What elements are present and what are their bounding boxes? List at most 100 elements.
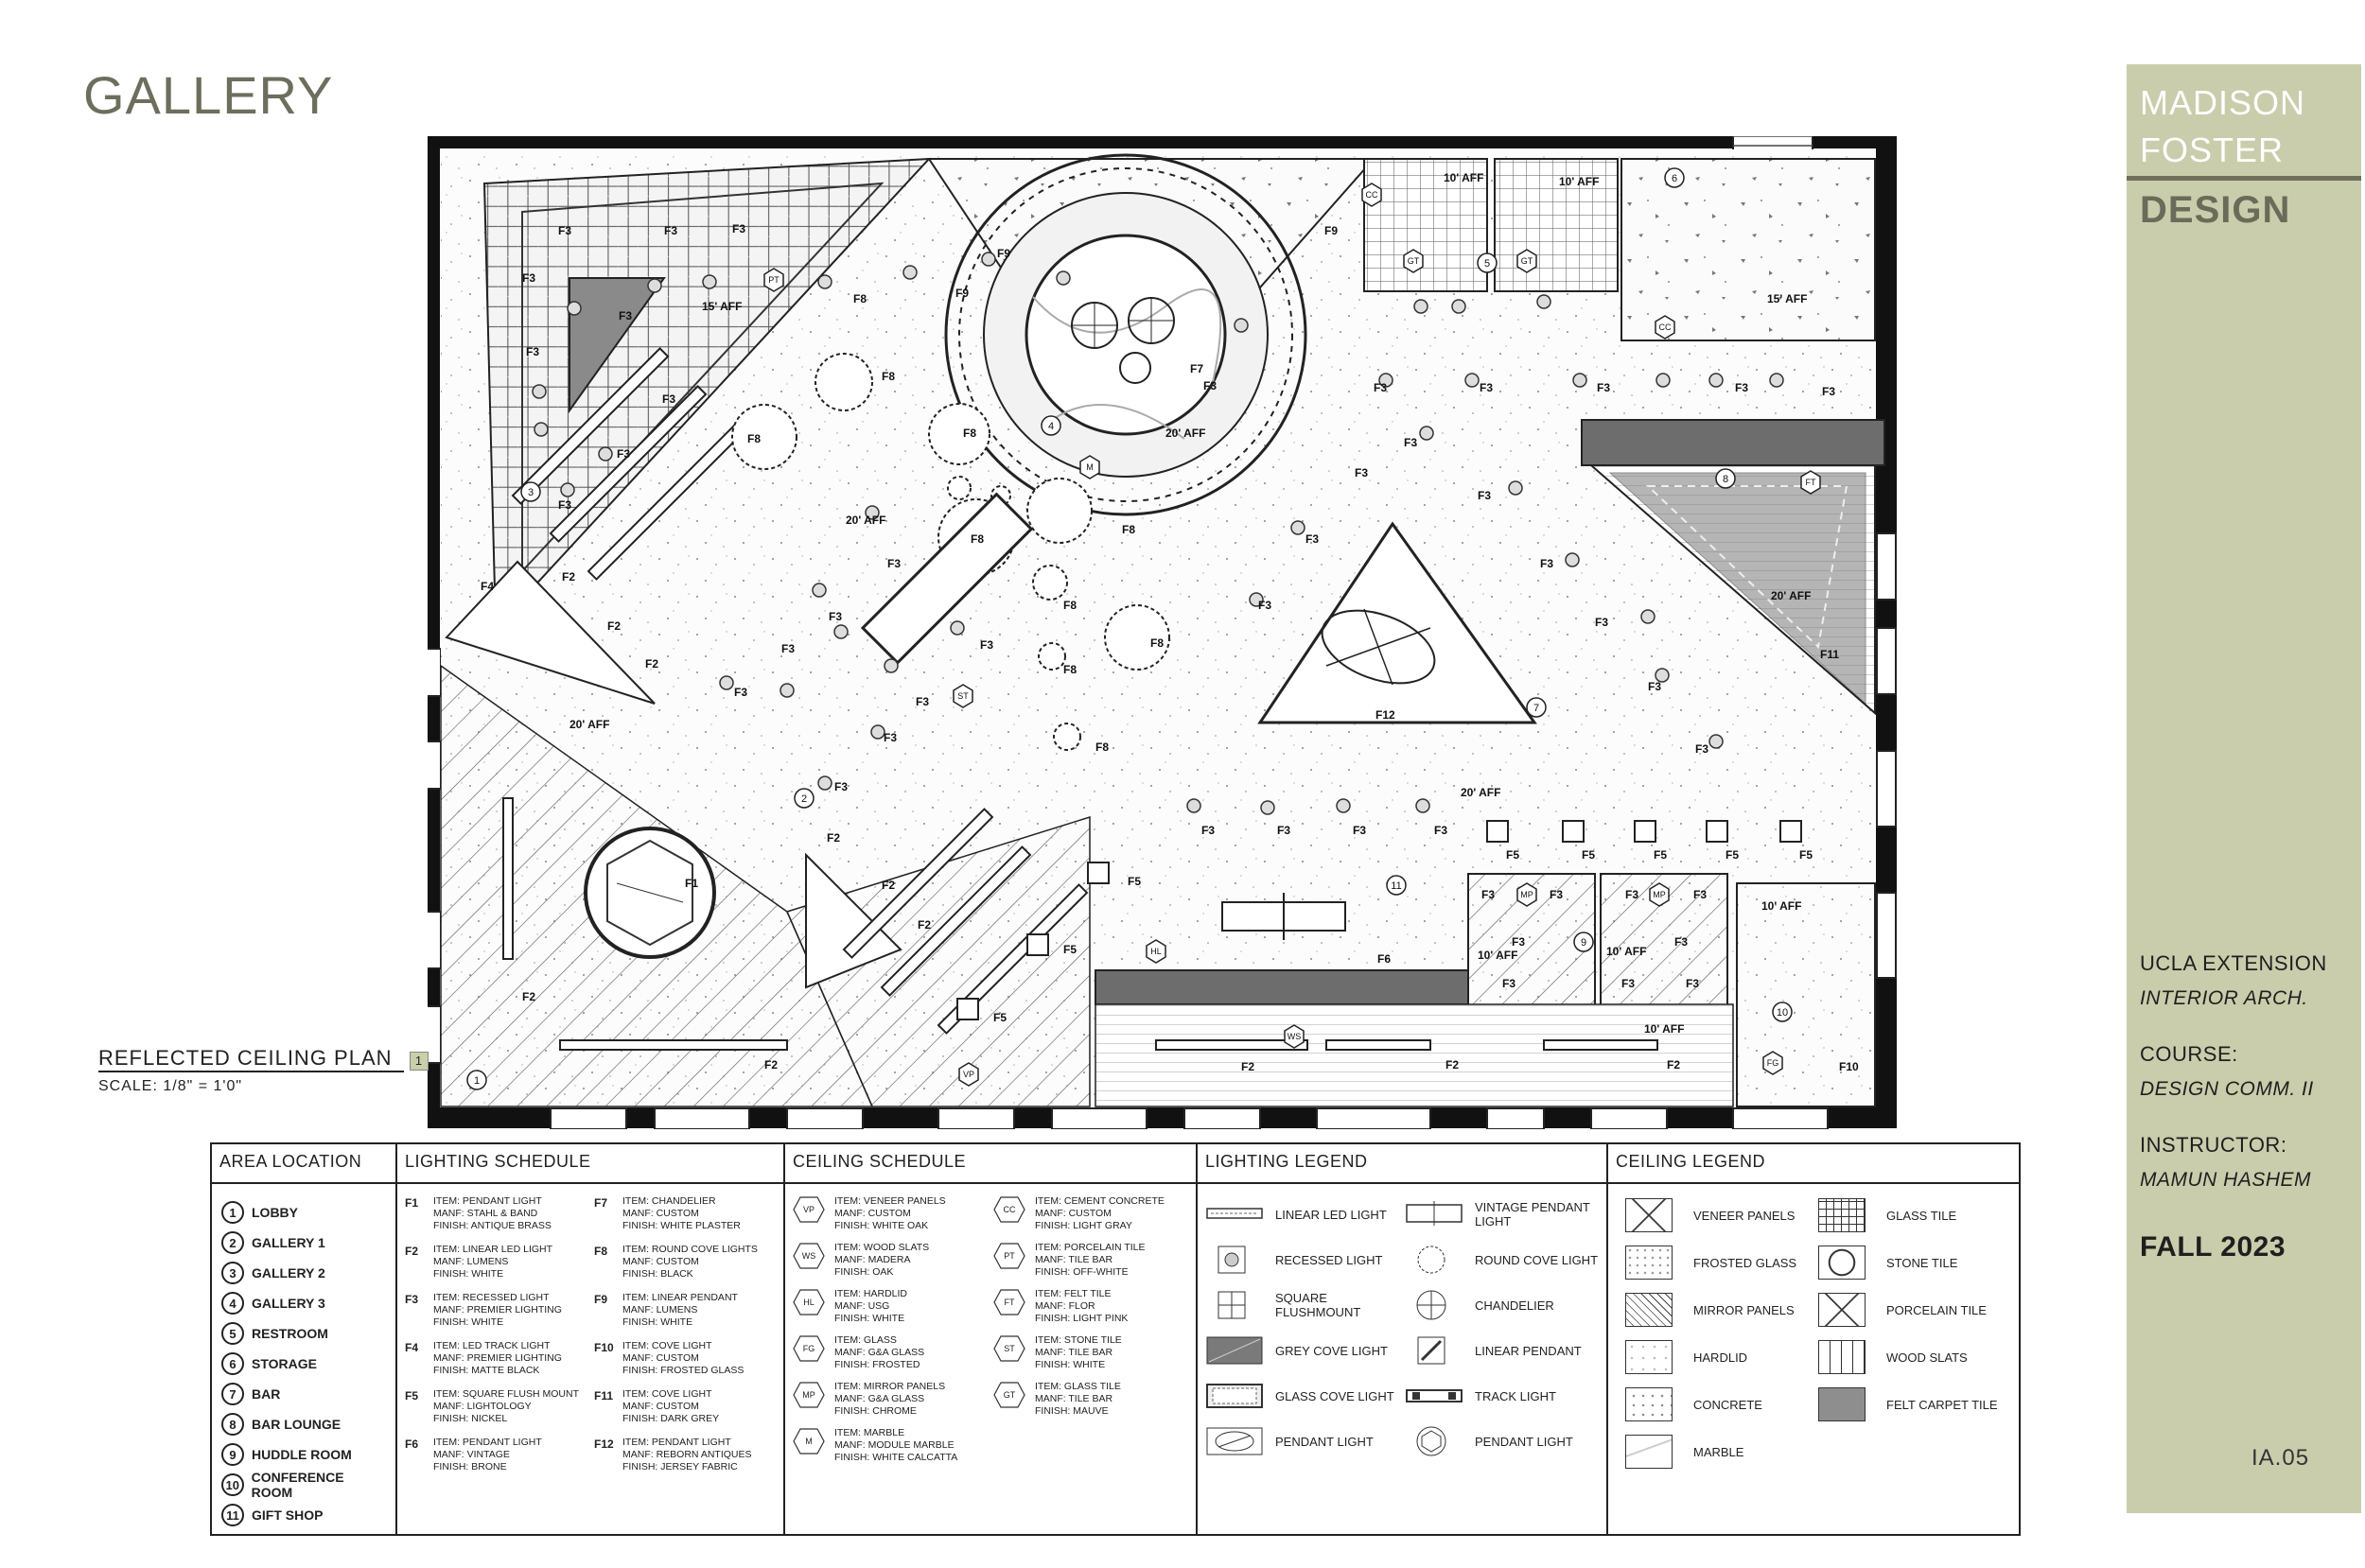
plan-title: REFLECTED CEILING PLAN xyxy=(98,1046,404,1072)
ceiling-item: ITEM: MARBLE xyxy=(834,1427,905,1438)
lighting-legend-item: ROUND COVE LIGHT xyxy=(1405,1241,1599,1279)
plan-scale: SCALE: 1/8" = 1'0" xyxy=(98,1078,243,1094)
ceiling-finish: FINISH: LIGHT GRAY xyxy=(1035,1220,1132,1231)
svg-text:2: 2 xyxy=(801,793,807,805)
plan-label-f3: F3 xyxy=(884,731,897,744)
svg-text:ST: ST xyxy=(957,691,969,701)
ceiling-tag-hexagon: HL xyxy=(793,1288,825,1316)
felt-carpet-icon xyxy=(1818,1387,1866,1421)
plan-label-f3: F3 xyxy=(617,447,630,461)
svg-text:FT: FT xyxy=(1806,478,1816,487)
ceiling-legend-label: HARDLID xyxy=(1693,1350,1748,1365)
fixture-code: F12 xyxy=(594,1437,614,1451)
fixture-item: ITEM: PENDANT LIGHT xyxy=(433,1437,542,1448)
course-block: COURSE: DESIGN COMM. II xyxy=(2140,1042,2314,1101)
ceiling-finish: FINISH: MAUVE xyxy=(1035,1405,1109,1417)
lighting-legend-label: LINEAR LED LIGHT xyxy=(1275,1207,1387,1222)
ceiling-legend-label: VENEER PANELS xyxy=(1693,1208,1796,1223)
ceiling-schedule-header: CEILING SCHEDULE xyxy=(785,1144,1196,1184)
area-number: 4 xyxy=(221,1292,244,1315)
svg-text:FG: FG xyxy=(1767,1058,1779,1068)
room-number: 8 xyxy=(1715,468,1736,489)
plan-label-f3: F3 xyxy=(1481,888,1495,901)
ceiling-manf: MANF: TILE BAR xyxy=(1035,1393,1113,1404)
plan-label-f3: F3 xyxy=(734,686,747,699)
tag-ft: FT xyxy=(1800,470,1821,495)
plan-label-f3: F3 xyxy=(1512,935,1525,949)
svg-text:M: M xyxy=(1086,462,1094,472)
lighting-legend-item: PENDANT LIGHT xyxy=(1405,1422,1599,1460)
lighting-legend-item: TRACK LIGHT xyxy=(1405,1377,1599,1415)
ceiling-legend-item: HARDLID xyxy=(1625,1339,1809,1375)
svg-text:PT: PT xyxy=(768,275,780,285)
term: FALL 2023 xyxy=(2140,1231,2286,1263)
plan-label-aff: 20' AFF xyxy=(1165,427,1205,440)
ceiling-manf: MANF: CUSTOM xyxy=(834,1208,911,1219)
pendant-light-2-icon xyxy=(1405,1426,1463,1456)
plan-label-f3: F3 xyxy=(1674,935,1688,949)
ceiling-manf: MANF: G&A GLASS xyxy=(834,1393,925,1404)
program-name: INTERIOR ARCH. xyxy=(2140,987,2308,1009)
plan-label-f2: F2 xyxy=(882,879,895,892)
instructor-name: MAMUN HASHEM xyxy=(2140,1169,2312,1191)
tag-hl: HL xyxy=(1146,939,1166,964)
tag-gt: GT xyxy=(1516,249,1537,273)
fixture-item: ITEM: LINEAR PENDANT xyxy=(622,1292,738,1303)
area-number: 8 xyxy=(221,1413,244,1436)
plan-label-f10: F10 xyxy=(1839,1060,1859,1073)
plan-label-aff: 10' AFF xyxy=(1761,899,1801,913)
reflected-ceiling-plan: F3 F3 F3 F3 F3 F3 F3 F3 F3 15' AFF 20' A… xyxy=(419,116,1903,1134)
plan-label-f3: F3 xyxy=(1258,599,1271,612)
tag-cc: CC xyxy=(1655,315,1675,340)
plan-label-f8: F8 xyxy=(1095,740,1109,754)
plan-label-f3: F3 xyxy=(1695,742,1708,756)
ceiling-legend-label: STONE TILE xyxy=(1886,1255,1958,1270)
plan-label-f8: F8 xyxy=(963,427,976,440)
svg-text:10: 10 xyxy=(1777,1007,1788,1019)
svg-text:11: 11 xyxy=(1391,880,1401,892)
fixture-code: F10 xyxy=(594,1341,614,1354)
svg-text:GT: GT xyxy=(1521,256,1533,266)
area-number: 2 xyxy=(221,1231,244,1254)
ceiling-legend-item: FELT CARPET TILE xyxy=(1818,1386,2002,1422)
ceiling-legend-header: CEILING LEGEND xyxy=(1608,1144,2019,1184)
plan-label-aff: 10' AFF xyxy=(1644,1022,1684,1036)
tag-st: ST xyxy=(953,684,973,708)
lighting-legend-label: GLASS COVE LIGHT xyxy=(1275,1388,1394,1403)
svg-text:VP: VP xyxy=(963,1070,974,1079)
ceiling-manf: MANF: FLOR xyxy=(1035,1300,1095,1312)
vintage-pendant-icon xyxy=(1405,1199,1463,1229)
plan-label-f1: F1 xyxy=(685,877,698,890)
lighting-schedule-header: LIGHTING SCHEDULE xyxy=(397,1144,783,1184)
ceiling-legend-label: MARBLE xyxy=(1693,1444,1744,1459)
area-number: 6 xyxy=(221,1352,244,1375)
ceiling-legend-item: PORCELAIN TILE xyxy=(1818,1292,2002,1328)
plan-label-f11: F11 xyxy=(1820,648,1839,661)
fixture-code: F2 xyxy=(405,1245,419,1258)
plan-label-f2: F2 xyxy=(918,918,931,932)
plan-label-f3: F3 xyxy=(1374,381,1387,394)
ceiling-item: ITEM: HARDLID xyxy=(834,1288,908,1299)
ceiling-tag-code: CC xyxy=(1003,1204,1016,1214)
fixture-code: F7 xyxy=(594,1196,608,1210)
room-number: 2 xyxy=(794,788,815,809)
track-light-icon xyxy=(1405,1381,1463,1411)
svg-text:MP: MP xyxy=(1653,890,1666,899)
